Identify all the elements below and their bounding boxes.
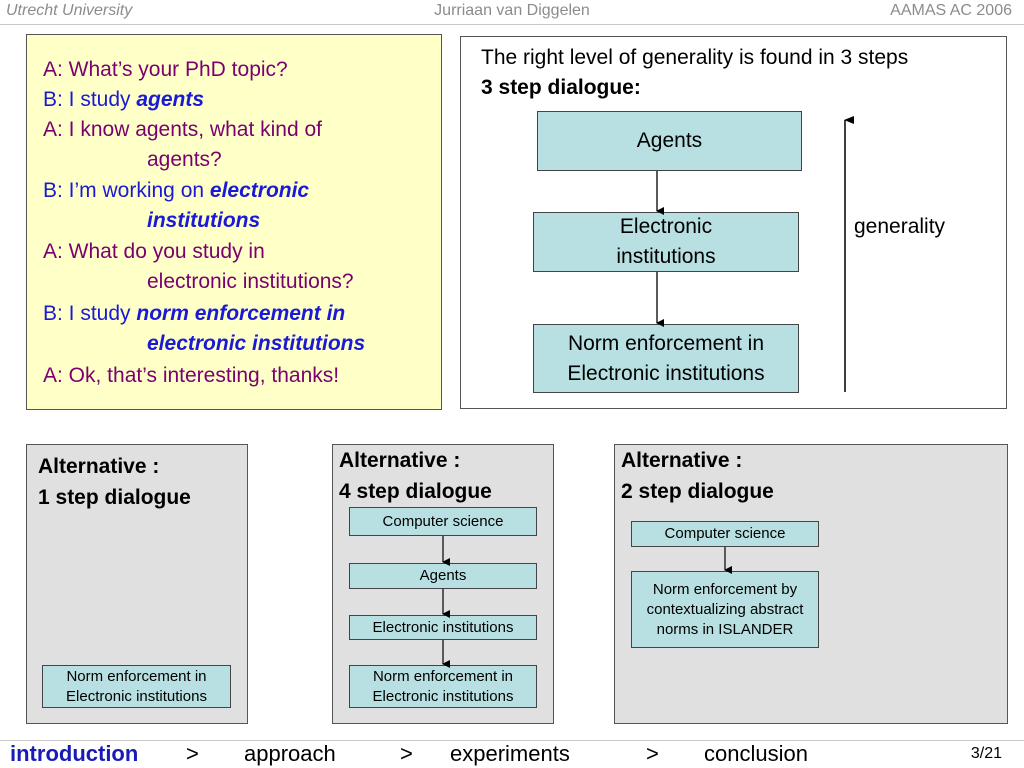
dialogue-line: B: I study norm enforcement in	[43, 302, 346, 325]
header-institution: Utrecht University	[6, 2, 133, 19]
nav-experiments[interactable]: experiments	[450, 741, 570, 766]
nav-separator: >	[400, 741, 413, 766]
alternative-title: Alternative : 4 step dialogue	[339, 449, 492, 503]
dialogue-box: A: What’s your PhD topic? B: I study age…	[26, 34, 442, 410]
node-agents: Agents	[537, 111, 802, 171]
dialogue-line: A: What’s your PhD topic?	[43, 58, 288, 81]
generality-axis-label: generality	[854, 215, 946, 238]
alt2-node-norm-enforcement: Norm enforcement in Electronic instituti…	[349, 665, 537, 708]
nav-introduction[interactable]: introduction	[10, 741, 139, 766]
alt2-node-electronic-institutions: Electronic institutions	[349, 615, 537, 640]
page-number: 3/21	[970, 745, 1002, 762]
nav-conclusion[interactable]: conclusion	[704, 741, 808, 766]
diagram-subheading: 3 step dialogue:	[481, 76, 641, 99]
node-electronic-institutions: Electronic institutions	[533, 212, 799, 272]
dialogue-line: electronic institutions?	[147, 270, 354, 293]
alt3-node-computer-science: Computer science	[631, 521, 819, 547]
alt2-node-computer-science: Computer science	[349, 507, 537, 536]
dialogue-line: B: I’m working on electronic	[43, 179, 310, 202]
nav-approach[interactable]: approach	[244, 741, 336, 766]
node-norm-enforcement: Norm enforcement in Electronic instituti…	[533, 324, 799, 393]
footer-divider	[0, 740, 1024, 741]
alternative-title: Alternative : 1 step dialogue	[38, 455, 191, 509]
dialogue-line: B: I study agents	[43, 88, 205, 111]
dialogue-line: A: Ok, that’s interesting, thanks!	[43, 364, 340, 387]
nav-separator: >	[186, 741, 199, 766]
header-divider	[0, 24, 1024, 25]
dialogue-line: electronic institutions	[147, 332, 366, 355]
dialogue-line: institutions	[147, 209, 261, 232]
diagram-heading: The right level of generality is found i…	[481, 46, 909, 69]
dialogue-line: A: What do you study in	[43, 240, 265, 263]
alt3-node-norm-enforcement-islander: Norm enforcement by contextualizing abst…	[631, 571, 819, 648]
dialogue-line: A: I know agents, what kind of	[43, 118, 322, 141]
header-conference: AAMAS AC 2006	[890, 2, 1012, 19]
nav-separator: >	[646, 741, 659, 766]
alt1-node-norm-enforcement: Norm enforcement in Electronic instituti…	[42, 665, 231, 708]
alternative-title: Alternative : 2 step dialogue	[621, 449, 774, 503]
dialogue-line: agents?	[147, 148, 222, 171]
header-author: Jurriaan van Diggelen	[434, 2, 590, 19]
